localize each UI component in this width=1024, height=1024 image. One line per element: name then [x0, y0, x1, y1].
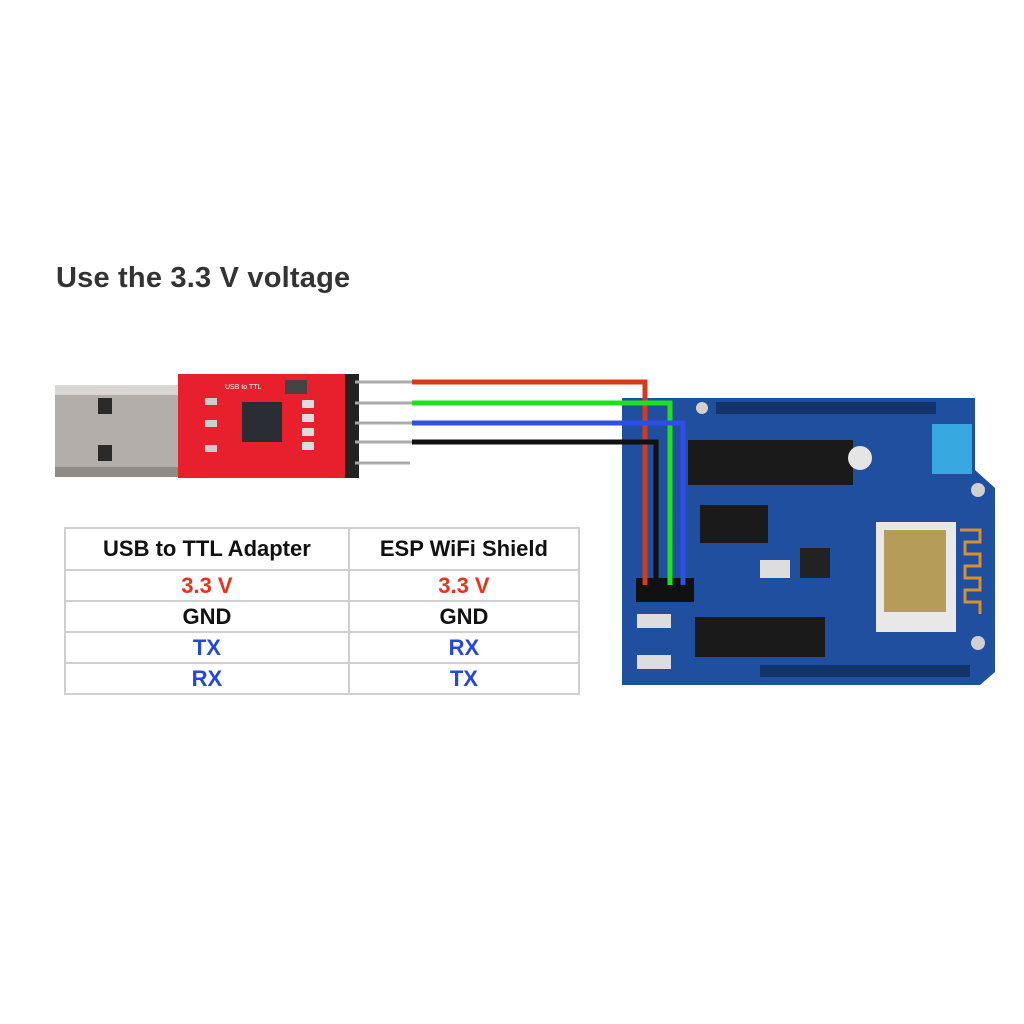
header-usb-ttl: USB to TTL Adapter — [64, 527, 350, 571]
wire-3v3 — [412, 379, 648, 585]
wire-rx-tx — [412, 400, 673, 585]
table-row: GND GND — [64, 600, 581, 633]
table-row: RX TX — [64, 662, 581, 695]
esp-wifi-shield — [622, 398, 995, 685]
table-row: TX RX — [64, 631, 581, 664]
table-header-row: USB to TTL Adapter ESP WiFi Shield — [64, 527, 581, 571]
wires — [412, 379, 686, 585]
cell-left: GND — [64, 600, 350, 633]
wire-gnd — [412, 439, 659, 585]
cell-left: TX — [64, 631, 350, 664]
adapter-label: USB to TTL — [225, 384, 262, 391]
table-row: 3.3 V 3.3 V — [64, 569, 581, 602]
diagram-title: Use the 3.3 V voltage — [56, 262, 351, 294]
cell-left: 3.3 V — [64, 569, 350, 602]
usb-ttl-adapter: USB to TTL — [178, 374, 359, 478]
cell-right: RX — [347, 631, 581, 664]
cell-right: GND — [347, 600, 581, 633]
cell-right: TX — [347, 662, 581, 695]
wire-tx-rx — [412, 420, 686, 585]
adapter-pins — [355, 380, 412, 465]
pin-mapping-table: USB to TTL Adapter ESP WiFi Shield 3.3 V… — [64, 527, 581, 695]
cell-left: RX — [64, 662, 350, 695]
header-esp-shield: ESP WiFi Shield — [347, 527, 581, 571]
cell-right: 3.3 V — [347, 569, 581, 602]
